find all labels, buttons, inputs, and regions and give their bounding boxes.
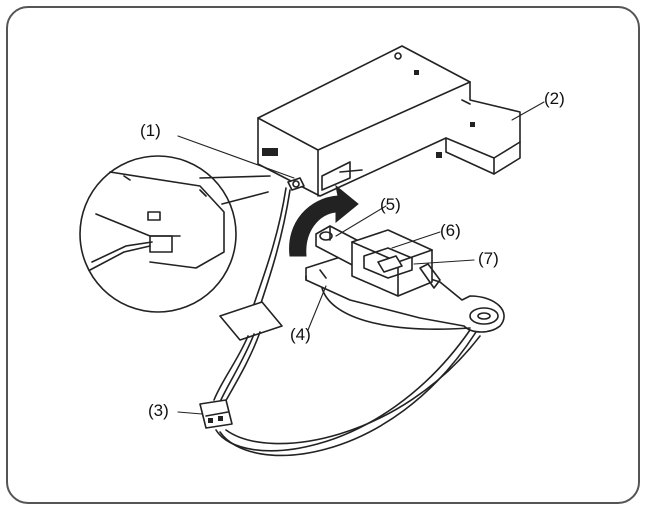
box-unit [257,45,521,197]
callout-6: (6) [440,221,461,240]
rotation-arrow-icon [289,184,359,257]
callout-4: (4) [290,325,311,344]
detail-magnifier [79,155,271,313]
cable-bundle [213,187,481,457]
small-connector [287,177,305,191]
leader-lines [177,101,545,415]
plug-connector [199,399,233,429]
callout-1: (1) [140,121,161,140]
callout-2: (2) [544,89,565,108]
callout-3: (3) [148,401,169,420]
switch-body [351,229,441,297]
callout-7: (7) [478,249,499,268]
callout-5: (5) [380,195,401,214]
